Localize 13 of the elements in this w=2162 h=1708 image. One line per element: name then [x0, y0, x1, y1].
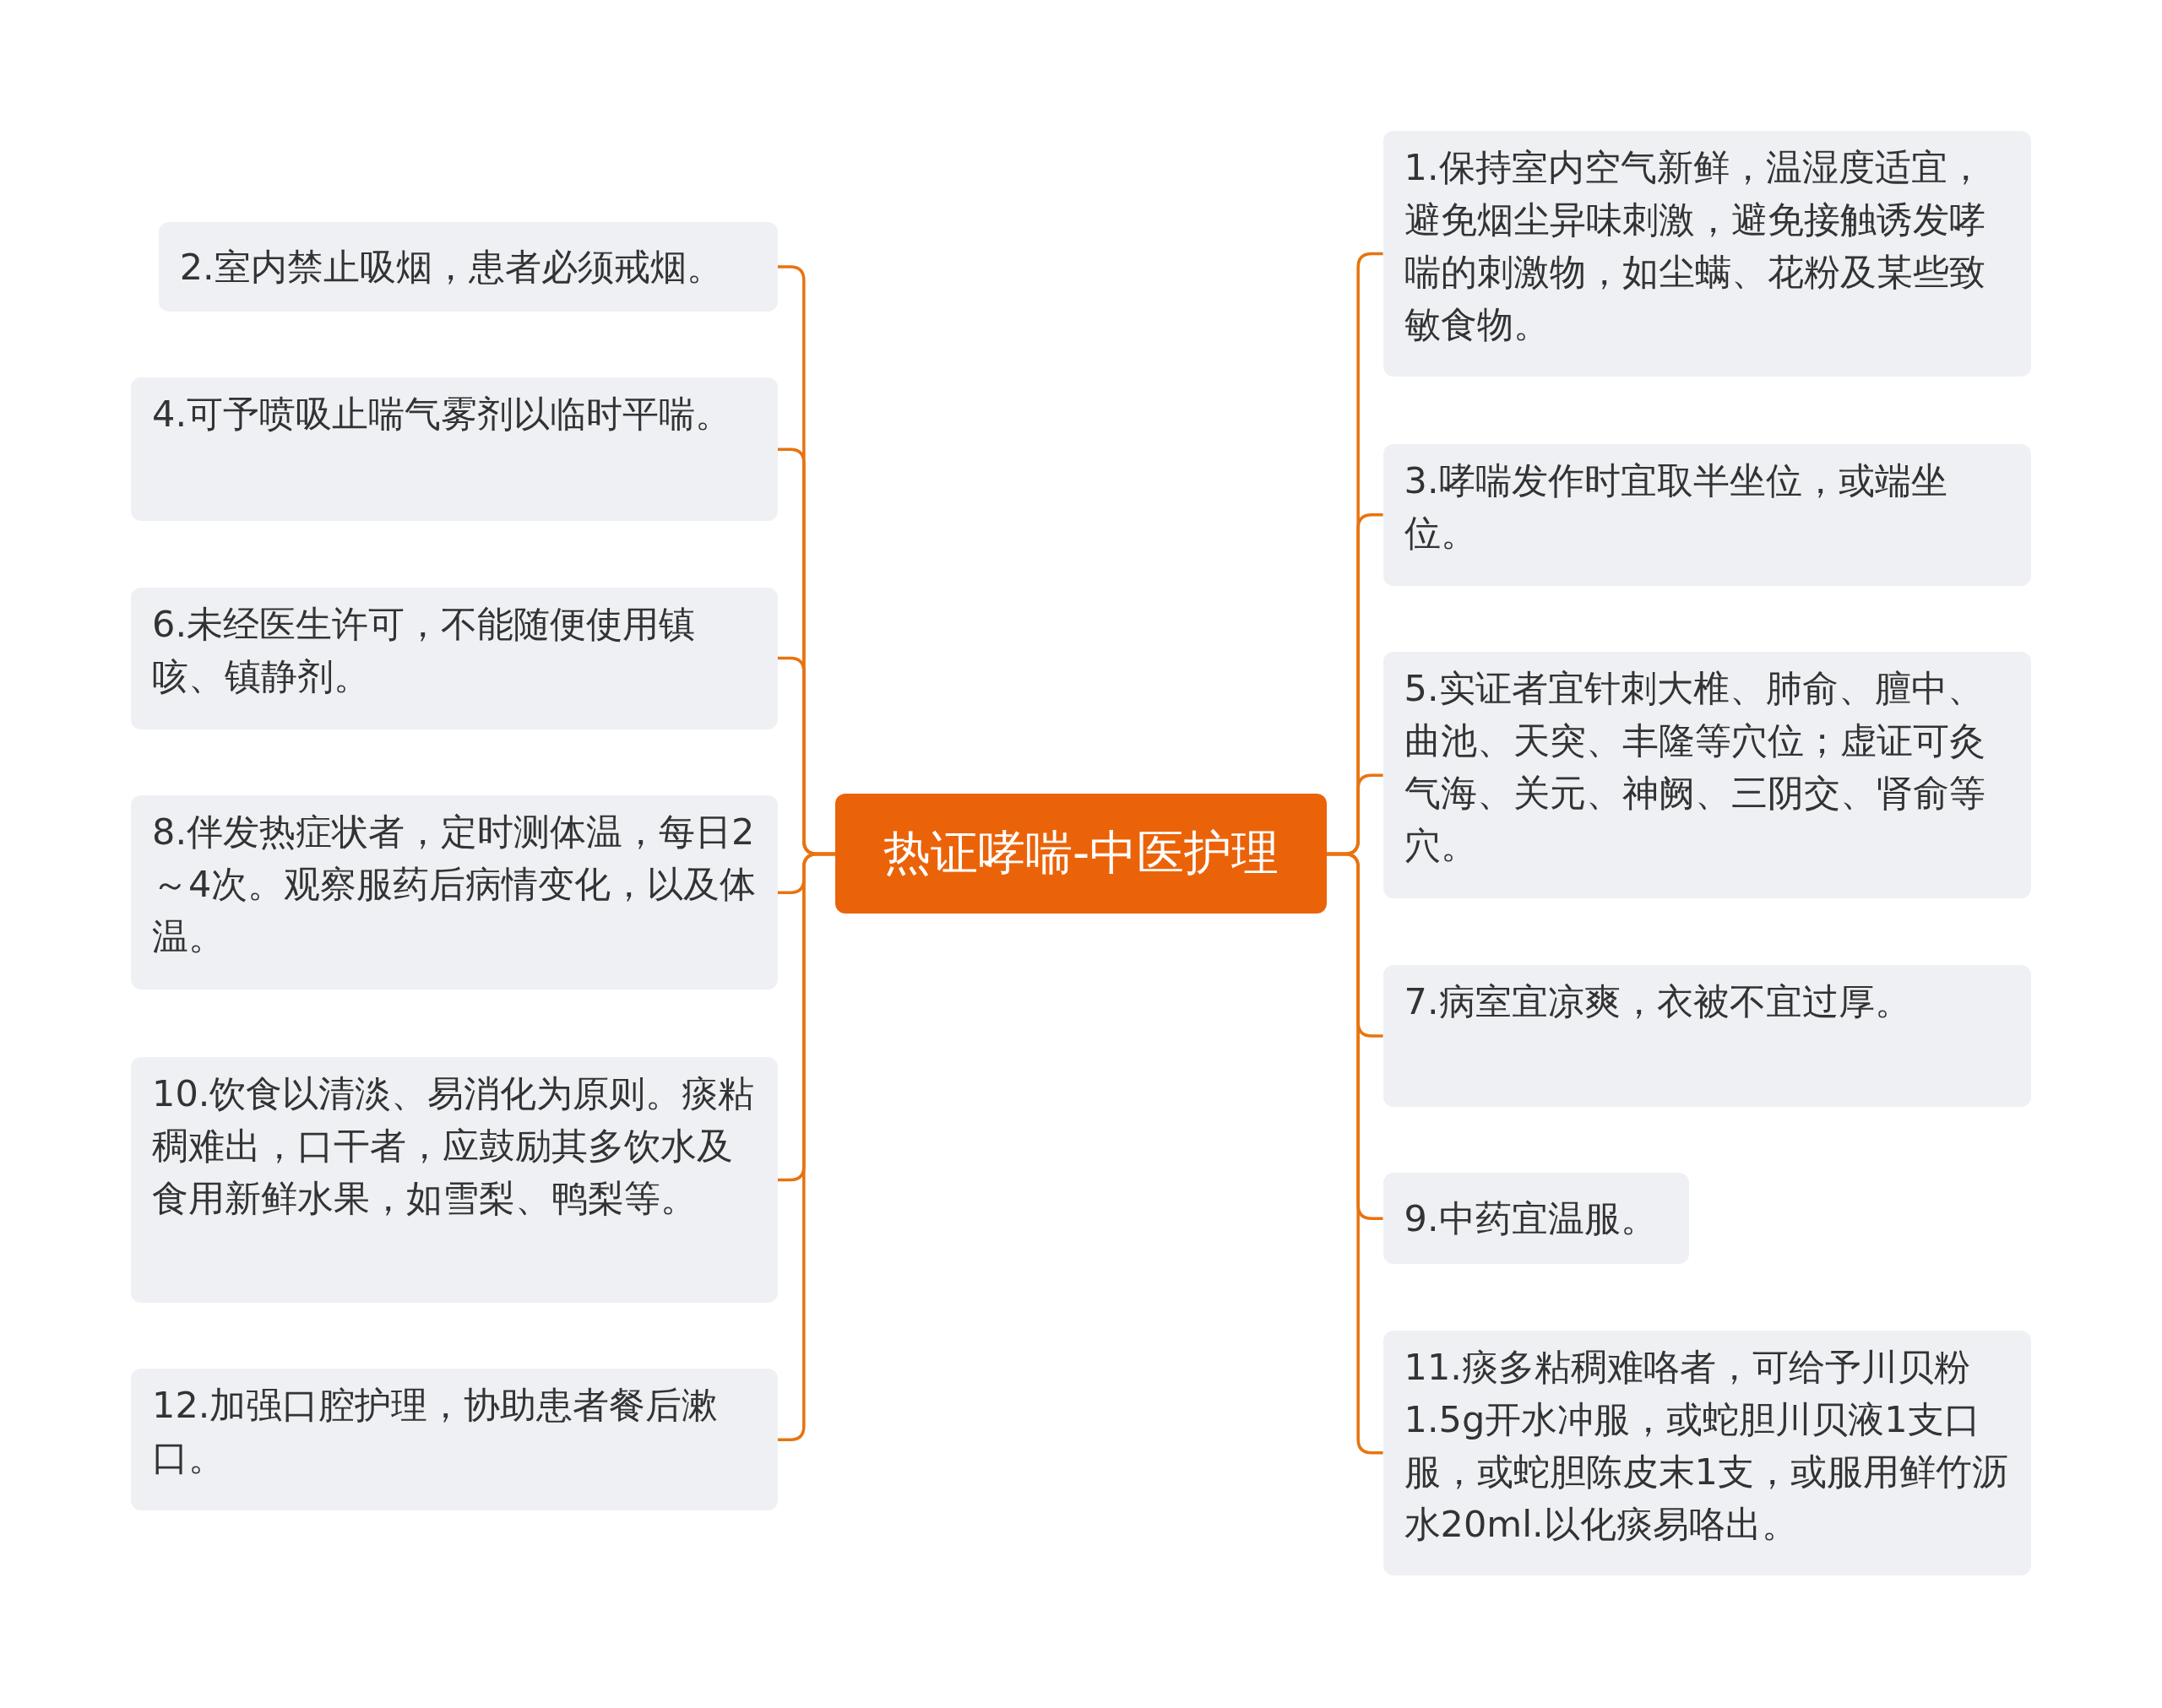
item-box: 6.未经医生许可，不能随便使用镇咳、镇静剂。 — [131, 587, 778, 729]
item-box: 7.病室宜凉爽，衣被不宜过厚。 — [1382, 964, 2031, 1107]
item-box: 8.伴发热症状者，定时测体温，每日2～4次。观察服药后病情变化，以及体温。 — [131, 795, 778, 990]
item-box: 12.加强口腔护理，协助患者餐后漱口。 — [131, 1369, 778, 1511]
item-box: 10.饮食以清淡、易消化为原则。痰粘稠难出，口干者，应鼓励其多饮水及食用新鲜水果，如雪梨、鸭梨等。 — [131, 1057, 778, 1303]
item-box: 9.中药宜温服。 — [1382, 1173, 1689, 1265]
item-box: 2.室内禁止吸烟，患者必须戒烟。 — [158, 221, 778, 312]
item-box: 1.保持室内空气新鲜，温湿度适宜，避免烟尘异味刺激，避免接触诱发哮喘的刺激物，如尘螨、花粉及某些致敏食物。 — [1382, 131, 2031, 377]
item-box: 11.痰多粘稠难咯者，可给予川贝粉1.5g开水冲服，或蛇胆川贝液1支口服，或蛇胆陈皮末1支，或服用鲜竹沥水20ml.以化痰易咯出。 — [1382, 1330, 2031, 1576]
item-box: 5.实证者宜针刺大椎、肺俞、膻中、曲池、天突、丰隆等穴位；虚证可灸气海、关元、神阙、三阴交、肾俞等穴。 — [1382, 652, 2031, 899]
item-box: 3.哮喘发作时宜取半坐位，或端坐位。 — [1382, 443, 2031, 586]
item-box: 4.可予喷吸止喘气雾剂以临时平喘。 — [131, 377, 778, 522]
topic-box: 热证哮喘-中医护理 — [835, 794, 1327, 914]
